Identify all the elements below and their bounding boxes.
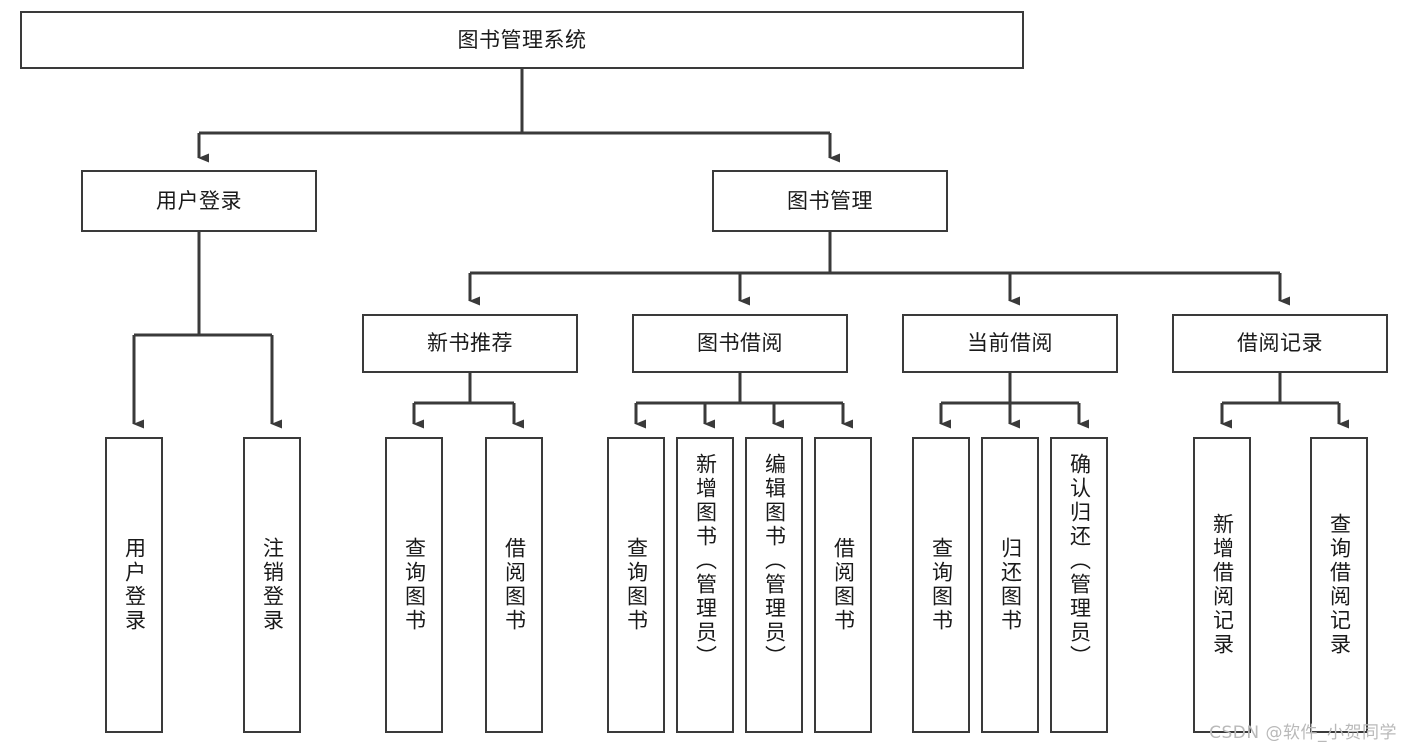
node-leaf-edit-book-label: 编辑图书（管理员） [762,453,787,669]
node-root-system-label: 图书管理系统 [457,27,587,52]
node-leaf-user-login[interactable]: 用户登录 [105,437,163,733]
node-new-book-recommend-label: 新书推荐 [427,331,513,356]
node-leaf-query-book-1[interactable]: 查询图书 [385,437,443,733]
node-leaf-add-book-label: 新增图书（管理员） [693,453,718,669]
node-leaf-return-book[interactable]: 归还图书 [981,437,1039,733]
node-leaf-borrow-book-1-label: 借阅图书 [502,537,527,633]
node-root-system[interactable]: 图书管理系统 [20,11,1024,69]
node-book-borrow-label: 图书借阅 [697,331,783,356]
node-leaf-query-book-3-label: 查询图书 [929,537,954,633]
node-leaf-confirm-return[interactable]: 确认归还（管理员） [1050,437,1108,733]
node-leaf-query-book-3[interactable]: 查询图书 [912,437,970,733]
node-leaf-query-book-2[interactable]: 查询图书 [607,437,665,733]
node-user-login[interactable]: 用户登录 [81,170,317,232]
node-user-login-label: 用户登录 [156,188,242,213]
node-book-manage[interactable]: 图书管理 [712,170,948,232]
node-leaf-add-record-label: 新增借阅记录 [1210,513,1235,657]
node-leaf-user-login-label: 用户登录 [122,537,147,633]
node-borrow-record-label: 借阅记录 [1237,331,1323,356]
node-book-manage-label: 图书管理 [787,188,873,213]
node-leaf-borrow-book-2-label: 借阅图书 [831,537,856,633]
node-leaf-query-record-label: 查询借阅记录 [1327,513,1352,657]
node-leaf-query-record[interactable]: 查询借阅记录 [1310,437,1368,733]
node-borrow-record[interactable]: 借阅记录 [1172,314,1388,373]
csdn-watermark: CSDN @软件_小贺同学 [1209,723,1397,743]
node-leaf-logout[interactable]: 注销登录 [243,437,301,733]
node-leaf-return-book-label: 归还图书 [998,537,1023,633]
node-current-borrow-label: 当前借阅 [967,331,1053,356]
node-book-borrow[interactable]: 图书借阅 [632,314,848,373]
node-leaf-query-book-1-label: 查询图书 [402,537,427,633]
node-leaf-borrow-book-1[interactable]: 借阅图书 [485,437,543,733]
node-current-borrow[interactable]: 当前借阅 [902,314,1118,373]
node-leaf-borrow-book-2[interactable]: 借阅图书 [814,437,872,733]
node-leaf-add-book[interactable]: 新增图书（管理员） [676,437,734,733]
node-new-book-recommend[interactable]: 新书推荐 [362,314,578,373]
node-leaf-query-book-2-label: 查询图书 [624,537,649,633]
node-leaf-add-record[interactable]: 新增借阅记录 [1193,437,1251,733]
node-leaf-edit-book[interactable]: 编辑图书（管理员） [745,437,803,733]
node-leaf-confirm-return-label: 确认归还（管理员） [1067,453,1092,669]
node-leaf-logout-label: 注销登录 [260,537,285,633]
